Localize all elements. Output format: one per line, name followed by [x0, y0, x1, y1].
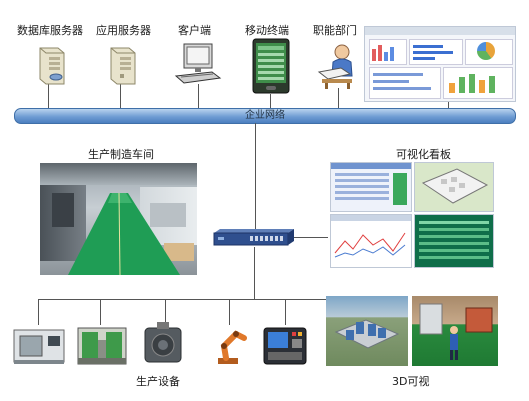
section-label-workshop: 生产制造车间	[88, 148, 154, 161]
connector-bus-to-switch	[255, 123, 256, 230]
connector-equipment-1	[38, 299, 39, 325]
connector-switch-to-dashboard	[294, 237, 328, 238]
connector-client	[198, 84, 199, 108]
cnc-machine-icon	[13, 329, 65, 364]
dashboard-tile-green-table	[414, 214, 494, 268]
connector-database-server	[48, 84, 49, 108]
client-computer-icon	[174, 43, 222, 84]
connector-application-server	[120, 84, 121, 108]
database-server-icon	[39, 47, 65, 85]
label-client: 客户端	[178, 24, 211, 37]
robot-arm-icon	[218, 330, 247, 364]
label-database-server: 数据库服务器	[17, 24, 83, 37]
connector-equipment-4	[229, 299, 230, 325]
dashboard-tile-status-table	[330, 162, 412, 212]
workshop-photo	[40, 163, 197, 275]
3d-factory-render	[326, 296, 408, 366]
enterprise-network-label: 企业网络	[245, 110, 285, 121]
connector-equipment-2	[100, 299, 101, 325]
connector-department	[338, 88, 339, 108]
dashboard-screenshot	[364, 26, 516, 102]
connector-dashboard-screenshot	[448, 100, 449, 108]
application-server-icon	[110, 47, 136, 85]
control-panel-icon	[263, 327, 307, 365]
dashboard-tile-3d-layout	[414, 162, 494, 212]
label-department: 职能部门	[313, 24, 357, 37]
connector-equipment-3	[165, 299, 166, 325]
section-label-dashboard: 可视化看板	[396, 148, 451, 161]
department-user-icon	[317, 44, 353, 89]
label-mobile-terminal: 移动终端	[245, 24, 289, 37]
enterprise-network-bus: 企业网络	[14, 108, 516, 124]
furnace-icon	[144, 322, 182, 363]
3d-workshop-render	[412, 296, 498, 366]
section-label-3d: 3D可视	[392, 375, 430, 388]
section-label-equipment: 生产设备	[136, 375, 180, 388]
connector-switch-down	[254, 247, 255, 299]
mobile-terminal-icon	[252, 38, 290, 94]
label-application-server: 应用服务器	[96, 24, 151, 37]
press-machine-icon	[77, 327, 127, 365]
network-switch-icon	[213, 229, 294, 246]
connector-equipment-5	[285, 299, 286, 325]
connector-mobile-terminal	[270, 94, 271, 108]
dashboard-tile-trend-chart	[330, 214, 412, 268]
equipment-bus	[38, 299, 328, 300]
